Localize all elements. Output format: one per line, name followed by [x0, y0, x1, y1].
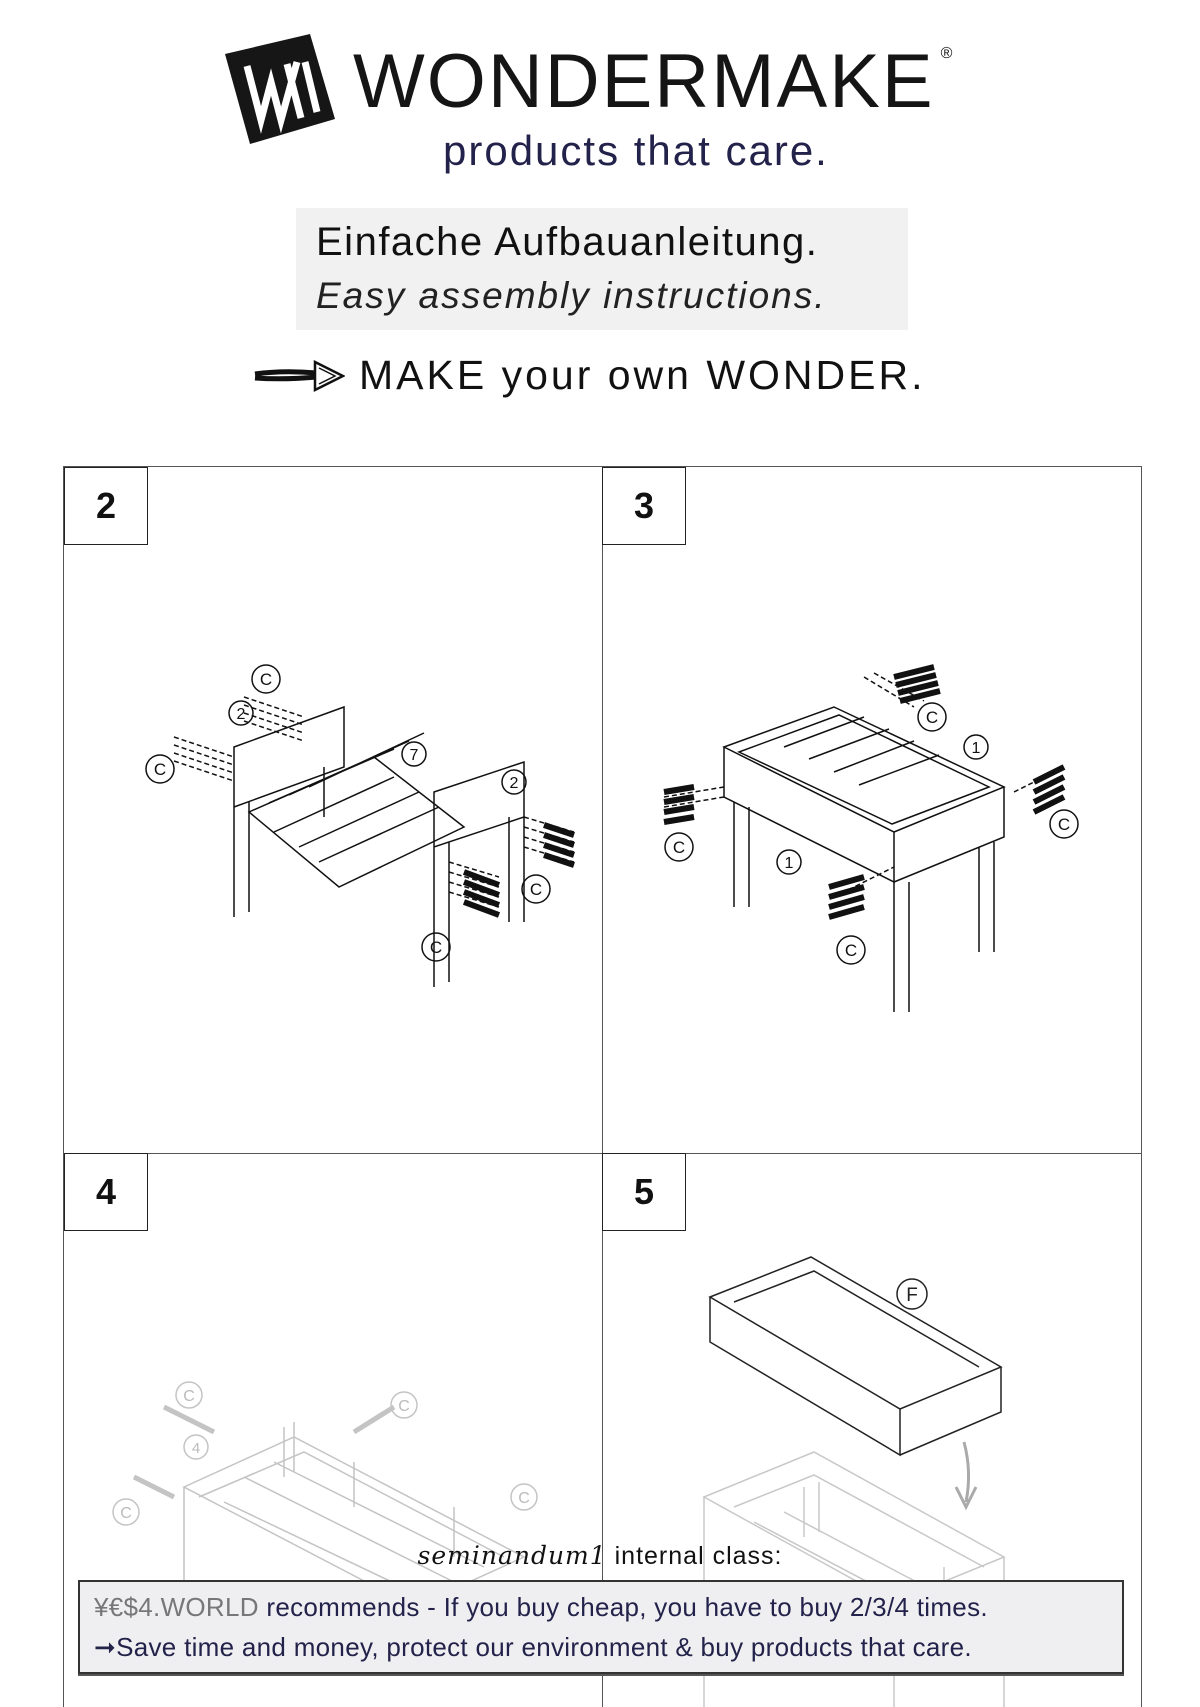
part-label: C [154, 760, 166, 779]
part-label: C [183, 1388, 195, 1405]
part-label: C [926, 708, 938, 727]
yes4world-brand: ¥€$4.WORLD [94, 1592, 259, 1622]
recommendation-line-2: ➞Save time and money, protect our enviro… [94, 1632, 972, 1662]
step-3-illustration: C C C C 1 1 [663, 664, 1079, 1012]
motto-row: MAKE your own WONDER. [253, 352, 926, 399]
brand-row: WONDERMAKE ® [353, 44, 952, 120]
part-label: F [906, 1285, 918, 1306]
class-name: seminandum1 [417, 1541, 607, 1570]
part-label: 2 [237, 706, 246, 723]
step-4-illustration: C C C C 4 [112, 1381, 538, 1667]
part-label: C [1058, 815, 1070, 834]
recommendation-line-1: ¥€$4.WORLD recommends - If you buy cheap… [94, 1590, 1108, 1624]
class-suffix: internal class: [614, 1542, 783, 1570]
part-label: 1 [785, 855, 794, 872]
part-label: 2 [510, 775, 519, 792]
title-box: Einfache Aufbauanleitung. Easy assembly … [296, 208, 908, 330]
part-label: C [120, 1505, 132, 1522]
instruction-grid: 2 C C C C 2 2 7 3 C C C C 1 1 4 C C [63, 466, 1142, 1707]
part-label: C [845, 941, 857, 960]
part-label: 4 [192, 1440, 200, 1457]
wondermake-logo-mark-icon [225, 34, 335, 144]
part-label: C [398, 1398, 410, 1415]
part-label: 1 [972, 740, 981, 757]
title-german: Einfache Aufbauanleitung. [316, 220, 819, 264]
recommendation-text: recommends - If you buy cheap, you have … [266, 1592, 988, 1622]
recommendation-box: ¥€$4.WORLD recommends - If you buy cheap… [78, 1580, 1124, 1674]
tagline: products that care. [443, 127, 829, 174]
part-label: 7 [410, 747, 419, 764]
step-2-illustration: C C C C 2 2 7 [145, 664, 575, 987]
step-number-3: 3 [602, 467, 686, 545]
part-label: C [260, 670, 272, 689]
step-number-4: 4 [64, 1153, 148, 1231]
internal-class-label: seminandum1 internal class: [0, 1540, 1200, 1572]
part-label-c-icon: C [251, 664, 281, 694]
part-label: C [530, 880, 542, 899]
step-number-5: 5 [602, 1153, 686, 1231]
part-label: C [518, 1490, 530, 1507]
motto: MAKE your own WONDER. [359, 352, 926, 398]
divider [602, 467, 603, 1707]
step-number-2: 2 [64, 467, 148, 545]
title-english: Easy assembly instructions. [316, 275, 827, 316]
brand-name: WONDERMAKE [353, 39, 935, 124]
part-label: C [430, 938, 442, 957]
arrow-right-icon [254, 359, 345, 392]
registered-mark: ® [940, 45, 953, 62]
brand-logo: WONDERMAKE ® [225, 26, 1005, 146]
part-label: C [673, 838, 685, 857]
